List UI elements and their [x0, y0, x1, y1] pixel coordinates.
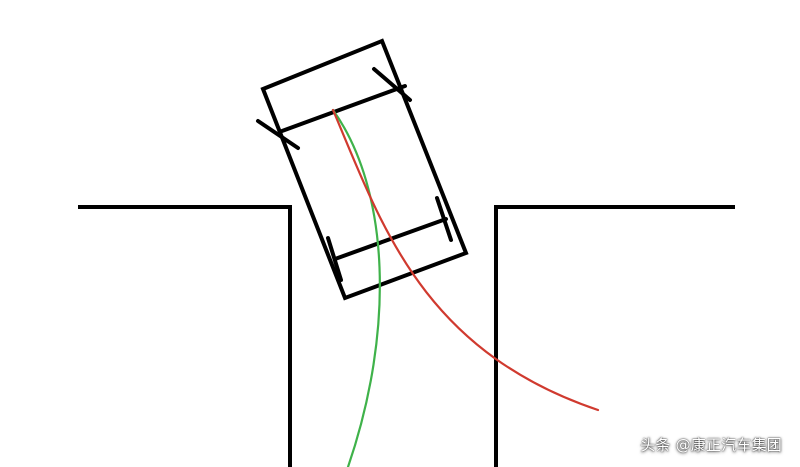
front-wheel-trajectory: [331, 108, 381, 467]
rear-right-wheel: [435, 196, 453, 242]
source-watermark: 头条 @康正汽车集团: [640, 436, 782, 454]
rear-left-wheel: [326, 236, 343, 282]
car-body-outline: [260, 38, 469, 301]
front-left-wheel: [256, 119, 300, 150]
left-wall-outline: [78, 205, 292, 467]
front-right-wheel: [372, 67, 412, 102]
front-axle: [280, 84, 407, 133]
right-wall-outline: [494, 205, 735, 467]
rear-corner-trajectory: [331, 108, 600, 412]
